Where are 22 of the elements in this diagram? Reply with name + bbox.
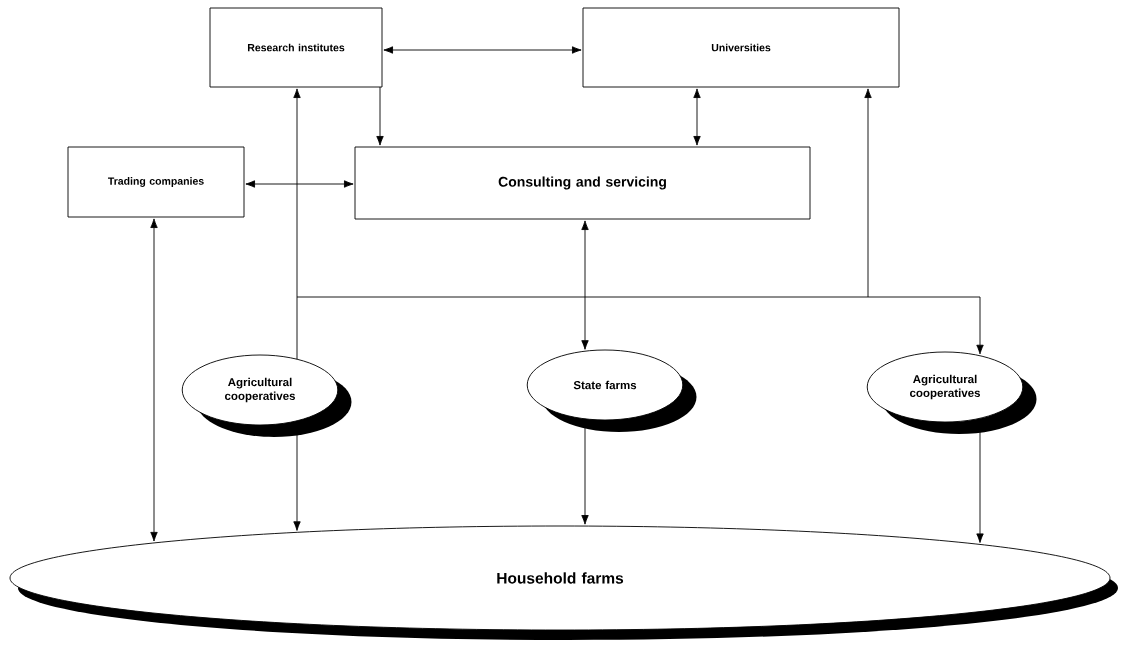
arrow [581,220,589,298]
arrow [581,296,589,350]
arrow [976,417,984,543]
connector-line [296,296,981,298]
ellipse-node: Agricultural cooperatives [181,354,352,437]
arrow [581,418,589,525]
ellipse-node: State farms [526,349,697,432]
process-box: Trading companies [67,146,245,218]
arrow [376,86,384,146]
arrow [383,46,582,54]
ellipse-node: Household farms [9,525,1118,640]
arrow [245,180,354,188]
process-box: Consulting and servicing [354,146,811,220]
arrow [293,88,301,298]
arrow [293,420,301,531]
process-box: Universities [582,7,900,88]
arrow [864,88,872,298]
process-box: Research institutes [209,7,383,88]
arrow [150,218,158,542]
arrow [976,296,984,355]
arrow [693,88,701,146]
ellipse-node: Agricultural cooperatives [866,351,1037,434]
